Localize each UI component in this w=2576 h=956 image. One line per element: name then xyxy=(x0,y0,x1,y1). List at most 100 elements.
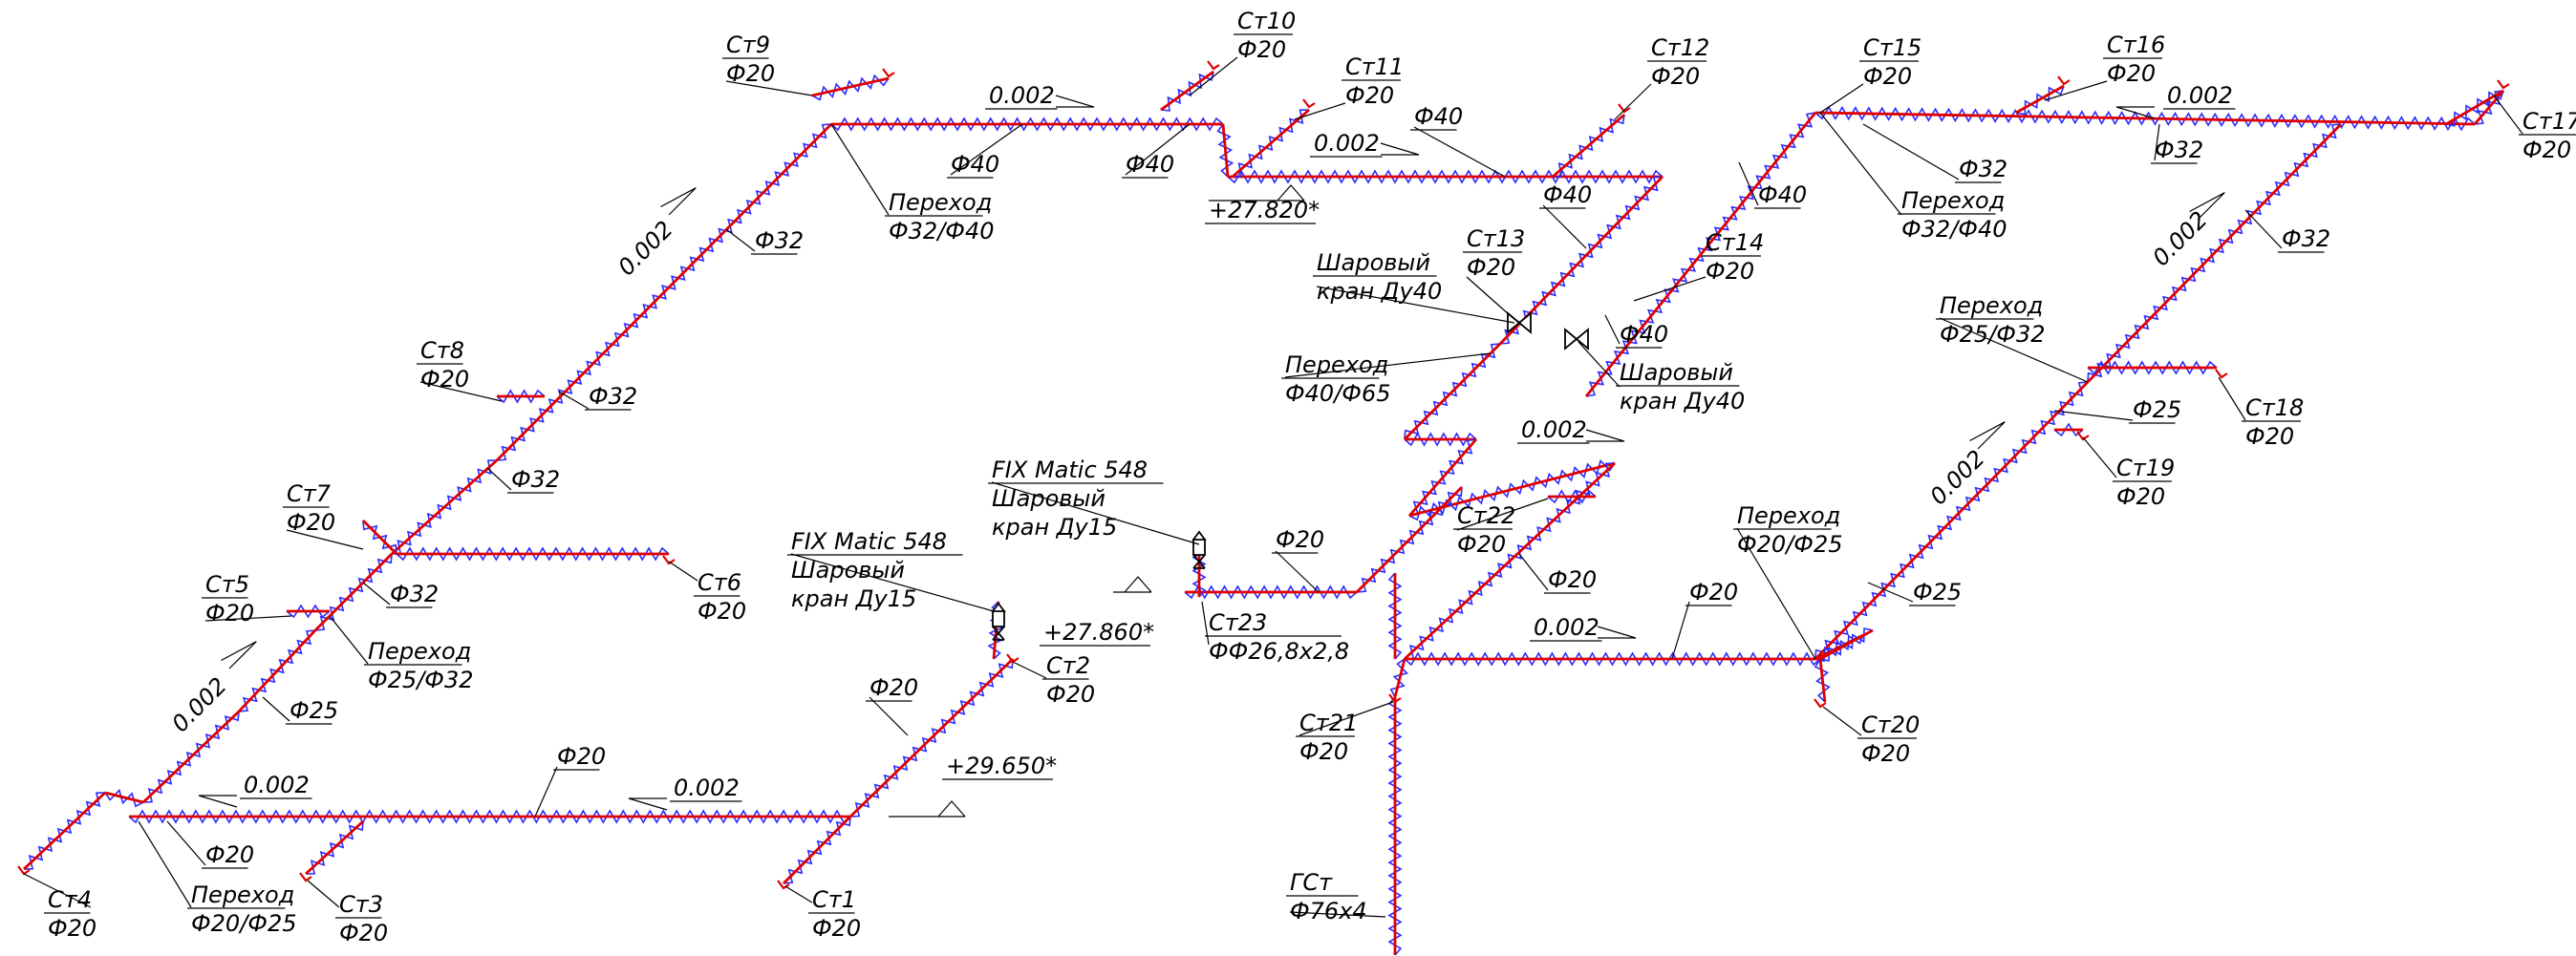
ball-valve-du40-b xyxy=(1564,328,1589,351)
label-st18-line-1: Ф20 xyxy=(2245,423,2294,450)
label-dia-f20-6-line-0: Ф20 xyxy=(1689,579,1738,605)
leader-line-14 xyxy=(1012,661,1047,679)
label-dia-f40-4-line-0: Ф40 xyxy=(1543,181,1592,208)
label-layer: Ст9Ф20Ст10Ф20Ст11Ф20Ст12Ф20Ст15Ф20Ст16Ф2… xyxy=(44,8,2576,946)
label-dia-f25-1: Ф25 xyxy=(286,697,338,725)
pipe-right-top-2 xyxy=(2473,90,2505,125)
pipe-lower-f20-1 xyxy=(849,657,1014,818)
leader-line-42 xyxy=(558,391,590,410)
label-slope-10: 0.002 xyxy=(1530,614,1602,642)
label-st5-line-1: Ф20 xyxy=(205,600,254,627)
label-st21-line-1: Ф20 xyxy=(1299,738,1348,765)
label-st5-line-0: Ст5 xyxy=(205,571,249,598)
leader-line-21 xyxy=(1456,498,1549,531)
label-dia-f32-7-line-0: Ф32 xyxy=(2282,225,2330,252)
pipe-riser-left-1 xyxy=(104,791,144,804)
label-st10-line-1: Ф20 xyxy=(1237,36,1286,63)
label-dia-f40-3-line-0: Ф40 xyxy=(1414,103,1463,130)
label-st12-line-1: Ф20 xyxy=(1651,63,1700,90)
leader-line-45 xyxy=(1862,123,1960,181)
label-elev-3-line-0: +29.650* xyxy=(946,753,1057,779)
pipe-riser-left-0 xyxy=(23,791,106,871)
label-dia-f32-3: Ф32 xyxy=(507,466,560,494)
pipe-st20-branch-insulation xyxy=(1814,658,1831,703)
label-dia-f32-3-line-0: Ф32 xyxy=(511,466,560,493)
pipe-st3-branch xyxy=(305,819,364,876)
end-cap-9 xyxy=(1302,98,1316,109)
label-dia-f32-4: Ф32 xyxy=(386,581,439,608)
label-st18-line-0: Ст18 xyxy=(2245,394,2304,421)
pipe-middle-f40-1 xyxy=(1404,343,1501,440)
pipe-st9-stub-0-insulation xyxy=(811,74,890,101)
pipe-riser-left-4 xyxy=(314,553,393,631)
leader-line-34 xyxy=(991,481,1200,545)
label-slope-11: 0.002 xyxy=(1924,445,1989,510)
label-st13-line-0: Ст13 xyxy=(1467,225,1525,252)
pipe-riser-left-5 xyxy=(391,458,498,556)
label-dia-f20-4: Ф20 xyxy=(1272,526,1324,554)
ball-valve-du40-a xyxy=(1507,311,1532,334)
label-st3-line-0: Ст3 xyxy=(339,891,383,918)
leader-line-46 xyxy=(2154,123,2160,161)
pipe-right-top-0 xyxy=(1584,112,1817,397)
pipe-st17-branch-insulation xyxy=(2445,90,2504,127)
label-st2-line-1: Ф20 xyxy=(1046,681,1095,708)
label-slope-8: 0.002 xyxy=(670,775,742,802)
slope-arrow-6 xyxy=(221,641,257,669)
label-st17-line-1: Ф20 xyxy=(2522,137,2571,163)
end-cap-1 xyxy=(299,872,312,882)
pipe-top-f40-1-insulation xyxy=(1216,123,1234,178)
label-st17-line-0: Ст17 xyxy=(2522,108,2576,135)
leader-line-31 xyxy=(1316,286,1515,324)
leader-line-20 xyxy=(1299,701,1394,736)
label-dia-f20-3: Ф20 xyxy=(866,674,918,702)
label-st8-line-1: Ф20 xyxy=(420,366,469,393)
label-dia-f40-6-line-0: Ф40 xyxy=(1620,321,1668,348)
leader-line-25 xyxy=(1819,112,1902,216)
pipe-right-diag-1 xyxy=(1814,381,2089,660)
label-st7-line-0: Ст7 xyxy=(287,480,332,507)
leader-line-55 xyxy=(1518,553,1549,591)
pipe-riser-left-4-insulation xyxy=(314,553,393,631)
leader-line-41 xyxy=(725,228,756,252)
leader-line-30 xyxy=(1284,352,1492,378)
end-cap-4 xyxy=(1814,698,1827,709)
label-st1-line-1: Ф20 xyxy=(812,915,861,942)
label-st4-line-0: Ст4 xyxy=(48,886,92,913)
fix-matic-valve-a xyxy=(991,602,1006,641)
label-slope-1: 0.002 xyxy=(985,82,1058,110)
pipe-st6-branch-0 xyxy=(362,520,397,555)
label-st16-line-1: Ф20 xyxy=(2107,60,2156,87)
label-dia-f32-6-line-0: Ф32 xyxy=(2155,137,2203,163)
label-dia-f20-2-line-0: Ф20 xyxy=(557,743,606,770)
pipe-st11-branch xyxy=(1232,108,1310,179)
leader-line-8 xyxy=(286,529,364,550)
label-dia-f40-5: Ф40 xyxy=(1754,181,1807,209)
label-slope-10-line-0: 0.002 xyxy=(1534,614,1599,641)
slope-arrow-11 xyxy=(1969,421,2006,450)
end-cap-8 xyxy=(2497,79,2510,90)
label-dia-f20-1: Ф20 xyxy=(202,841,254,869)
label-fix-2-line-0: FIX Matic 548 xyxy=(992,457,1148,483)
label-st6-line-1: Ф20 xyxy=(698,598,746,625)
label-st15-line-0: Ст15 xyxy=(1863,34,1921,61)
label-valve-1-line-1: кран Ду40 xyxy=(1317,278,1442,305)
label-elev-2: +27.860* xyxy=(1040,619,1154,647)
pipe-st5-stub-0-insulation xyxy=(286,604,331,619)
leader-line-24 xyxy=(830,123,890,216)
label-perehod-5-line-0: Переход xyxy=(191,882,294,908)
pipe-right-diag-0 xyxy=(2087,123,2342,383)
leader-line-18 xyxy=(2082,436,2117,478)
label-dia-f40-6: Ф40 xyxy=(1616,321,1668,349)
label-st6-line-0: Ст6 xyxy=(698,569,741,596)
